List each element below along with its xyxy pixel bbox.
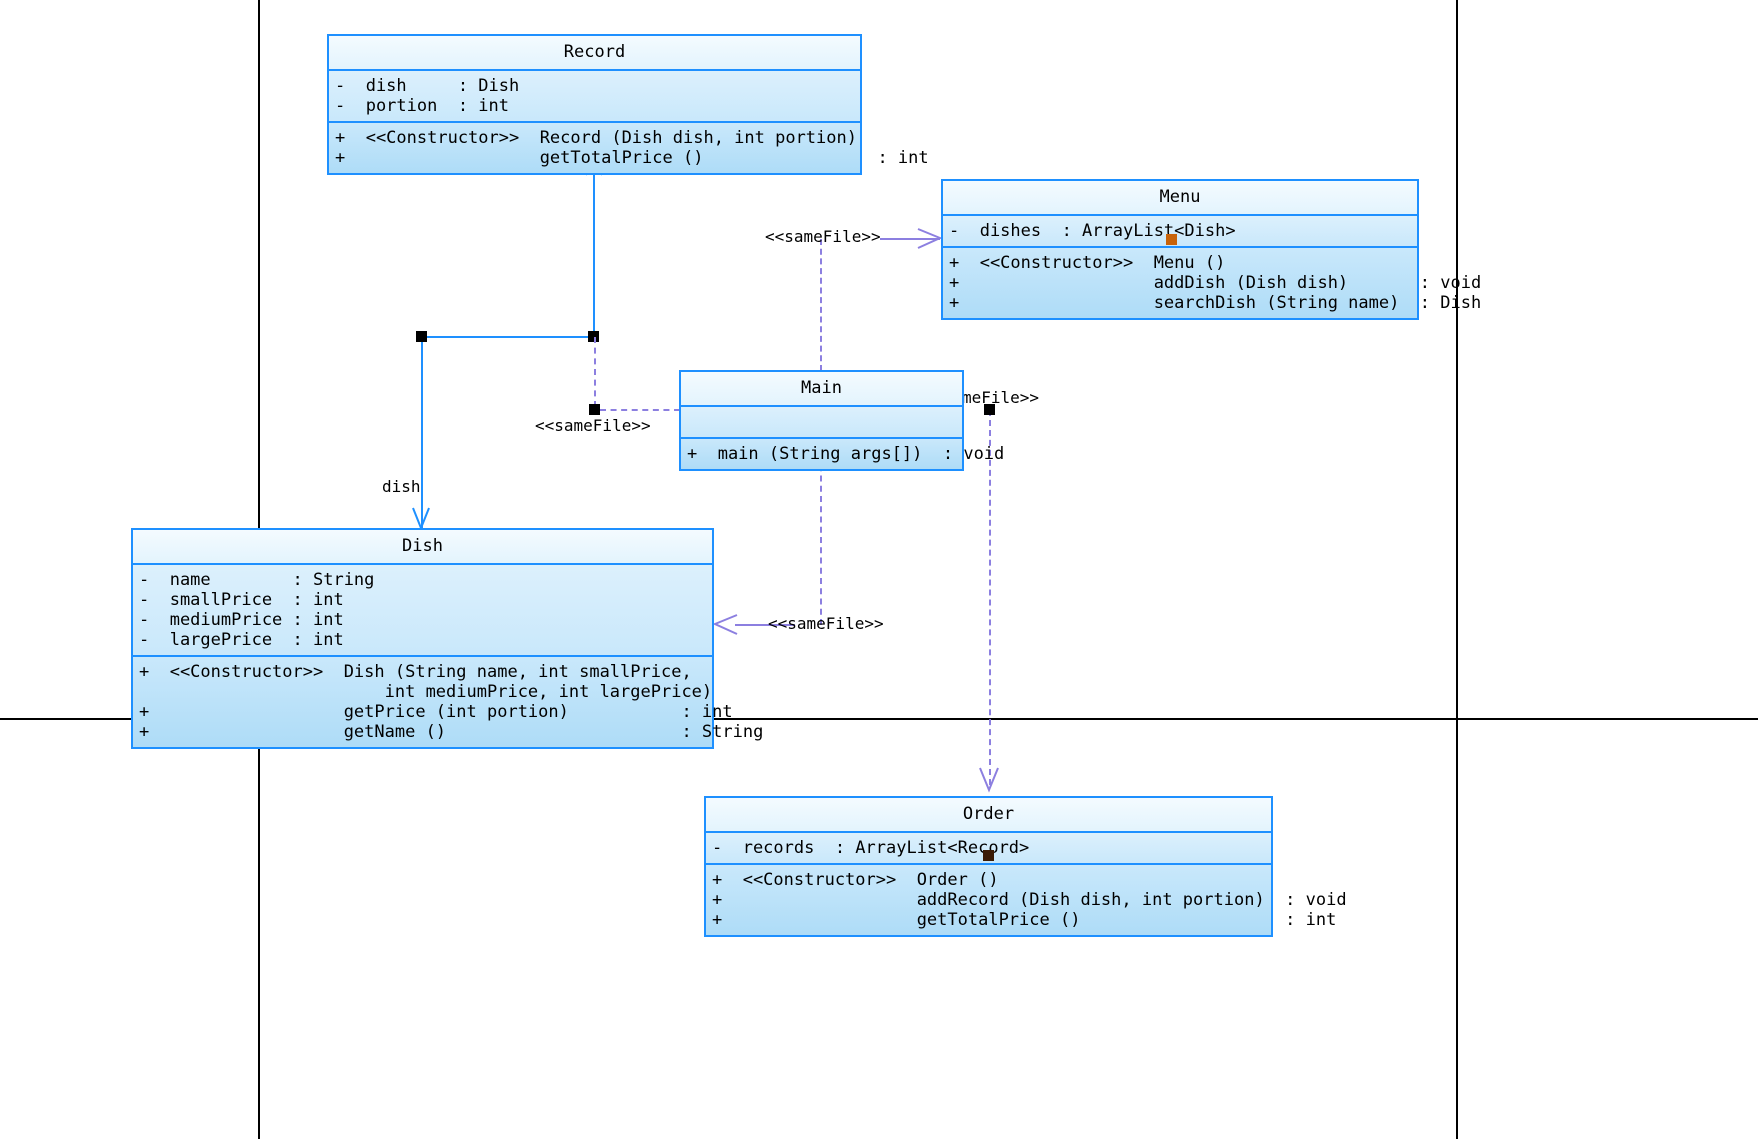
- dep-record-main-vertical: [594, 337, 596, 407]
- dep-main-dish-vertical: [820, 455, 822, 625]
- operation-row: + <<Constructor>> Order (): [712, 870, 999, 890]
- dep-main-order-vertical: [989, 410, 991, 785]
- class-name-main: Main: [681, 372, 962, 407]
- dep-end-marker-menu: [1166, 234, 1177, 245]
- dep-end-marker-main-right: [984, 404, 995, 415]
- class-operations-dish: + <<Constructor>> Dish (String name, int…: [133, 657, 764, 747]
- attribute-row: - dishes : ArrayList<Dish>: [949, 221, 1236, 241]
- attribute-row: - mediumPrice : int: [139, 610, 344, 630]
- class-name-menu: Menu: [943, 181, 1417, 216]
- class-operations-main: + main (String args[]) : void: [681, 439, 1005, 469]
- attribute-row: - largePrice : int: [139, 630, 344, 650]
- operation-row: + main (String args[]) : void: [687, 444, 1005, 464]
- class-box-menu[interactable]: Menu - dishes : ArrayList<Dish> + <<Cons…: [941, 179, 1482, 320]
- page-guide-horizontal: [0, 718, 1758, 720]
- attribute-row: - dish : Dish: [335, 76, 520, 96]
- operation-row: int mediumPrice, int largePrice): [139, 682, 713, 702]
- class-attributes-main: [681, 407, 962, 439]
- operation-row: + <<Constructor>> Dish (String name, int…: [139, 662, 692, 682]
- assoc-end-marker-record-left: [416, 331, 427, 342]
- operation-row: + addRecord (Dish dish, int portion) : v…: [712, 890, 1347, 910]
- edge-label-samefile-record: <<sameFile>>: [535, 416, 651, 435]
- edge-label-samefile-menu: <<sameFile>>: [765, 227, 881, 246]
- edge-label-samefile-dish: <<sameFile>>: [768, 614, 884, 633]
- class-attributes-menu: - dishes : ArrayList<Dish>: [943, 216, 1417, 248]
- operation-row: + getName () : String: [139, 722, 764, 742]
- class-box-order[interactable]: Order - records : ArrayList<Record> + <<…: [704, 796, 1347, 937]
- operation-row: + searchDish (String name) : Dish: [949, 293, 1482, 313]
- dep-end-marker-main-left: [589, 404, 600, 415]
- operation-row: + getPrice (int portion) : int: [139, 702, 733, 722]
- edge-label-role-dish: dish: [382, 477, 421, 496]
- class-name-order: Order: [706, 798, 1271, 833]
- attribute-row: - portion : int: [335, 96, 509, 116]
- operation-row: + getTotalPrice () : int: [712, 910, 1337, 930]
- class-operations-order: + <<Constructor>> Order () + addRecord (…: [706, 865, 1347, 935]
- assoc-record-dish-segment-2: [421, 336, 595, 338]
- class-operations-menu: + <<Constructor>> Menu () + addDish (Dis…: [943, 248, 1482, 318]
- dep-main-menu-vertical: [820, 239, 822, 371]
- attribute-row: - name : String: [139, 570, 375, 590]
- attribute-row: - smallPrice : int: [139, 590, 344, 610]
- class-attributes-record: - dish : Dish - portion : int: [329, 71, 860, 123]
- page-guide-right: [1456, 0, 1458, 1139]
- class-box-dish[interactable]: Dish - name : String - smallPrice : int …: [131, 528, 764, 749]
- assoc-record-dish-segment-1: [593, 152, 595, 337]
- dep-main-dish-horizontal: [735, 624, 795, 626]
- operation-row: + getTotalPrice () : int: [335, 148, 929, 168]
- class-attributes-dish: - name : String - smallPrice : int - med…: [133, 565, 712, 657]
- operation-row: + <<Constructor>> Menu (): [949, 253, 1226, 273]
- class-name-record: Record: [329, 36, 860, 71]
- class-box-main[interactable]: Main + main (String args[]) : void: [679, 370, 1005, 471]
- dep-record-main-horizontal: [600, 409, 680, 411]
- edge-label-samefile-main: meFile>>: [962, 388, 1040, 407]
- assoc-end-marker-record-right: [588, 331, 599, 342]
- class-operations-record: + <<Constructor>> Record (Dish dish, int…: [329, 123, 929, 173]
- dep-main-menu-horizontal: [880, 238, 940, 240]
- operation-row: + <<Constructor>> Record (Dish dish, int…: [335, 128, 857, 148]
- class-box-record[interactable]: Record - dish : Dish - portion : int + <…: [327, 34, 929, 175]
- operation-row: + addDish (Dish dish) : void: [949, 273, 1482, 293]
- dep-end-marker-order: [983, 850, 994, 861]
- class-name-dish: Dish: [133, 530, 712, 565]
- assoc-record-dish-segment-3: [421, 336, 423, 528]
